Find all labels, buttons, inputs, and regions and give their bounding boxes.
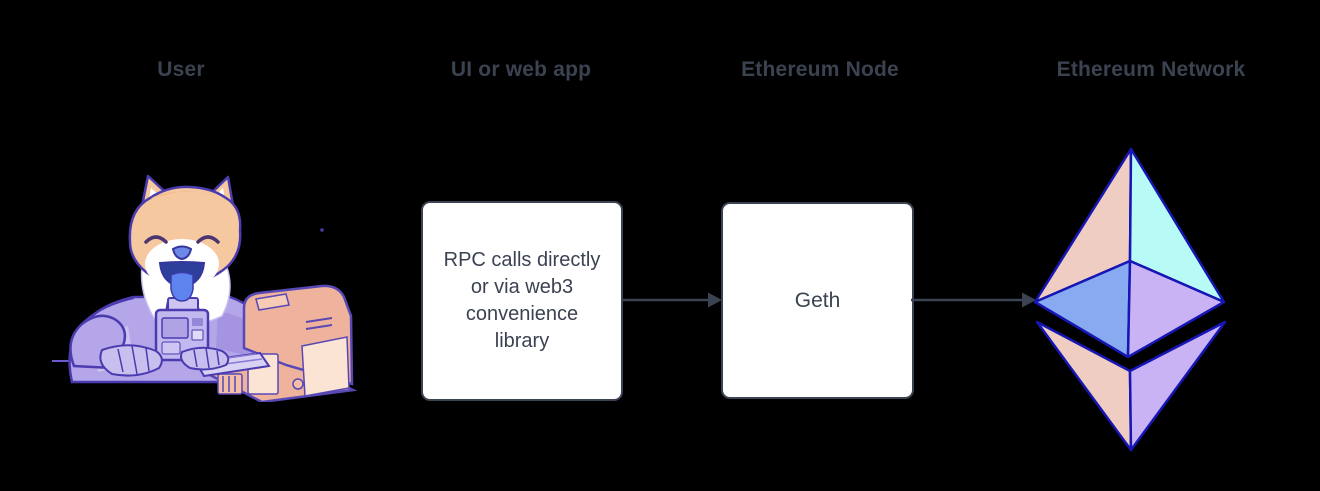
sparkle-dot <box>320 228 324 232</box>
arrow-rpc-to-geth-icon <box>621 292 722 308</box>
pack-screen <box>161 317 189 339</box>
rpc-line-1: RPC calls directly <box>443 249 601 271</box>
rpc-line-2: or via web3 <box>470 276 574 298</box>
pack-button <box>191 329 204 341</box>
column-header-ethereum-network: Ethereum Network <box>1056 58 1246 81</box>
doge-astronaut-at-computer-illustration <box>52 174 358 402</box>
node-rpc-box: RPC calls directly or via web3 convenien… <box>421 201 623 401</box>
tongue <box>170 271 194 302</box>
pack-button <box>192 318 203 326</box>
node-geth-box: Geth <box>721 202 914 399</box>
rpc-line-4: library <box>494 330 550 352</box>
pack-latch <box>161 341 181 355</box>
closed-eye-icon <box>196 235 220 244</box>
column-header-ethereum-node: Ethereum Node <box>741 58 899 81</box>
right-glove <box>180 346 230 371</box>
arrow-geth-to-network-icon <box>911 292 1036 308</box>
rpc-line-3: convenience <box>465 303 579 325</box>
geth-label: Geth <box>794 288 841 312</box>
retro-computer-icon <box>204 284 358 402</box>
closed-eye-icon <box>144 235 168 244</box>
rpc-box-text: RPC calls directly or via web3 convenien… <box>444 247 601 355</box>
doge-head <box>128 174 242 302</box>
left-arm-glove <box>69 314 163 377</box>
nose-icon <box>171 245 193 261</box>
ethereum-logo-icon <box>1033 147 1227 452</box>
column-header-user: User <box>157 58 205 81</box>
column-header-ui-or-web-app: UI or web app <box>450 58 592 81</box>
